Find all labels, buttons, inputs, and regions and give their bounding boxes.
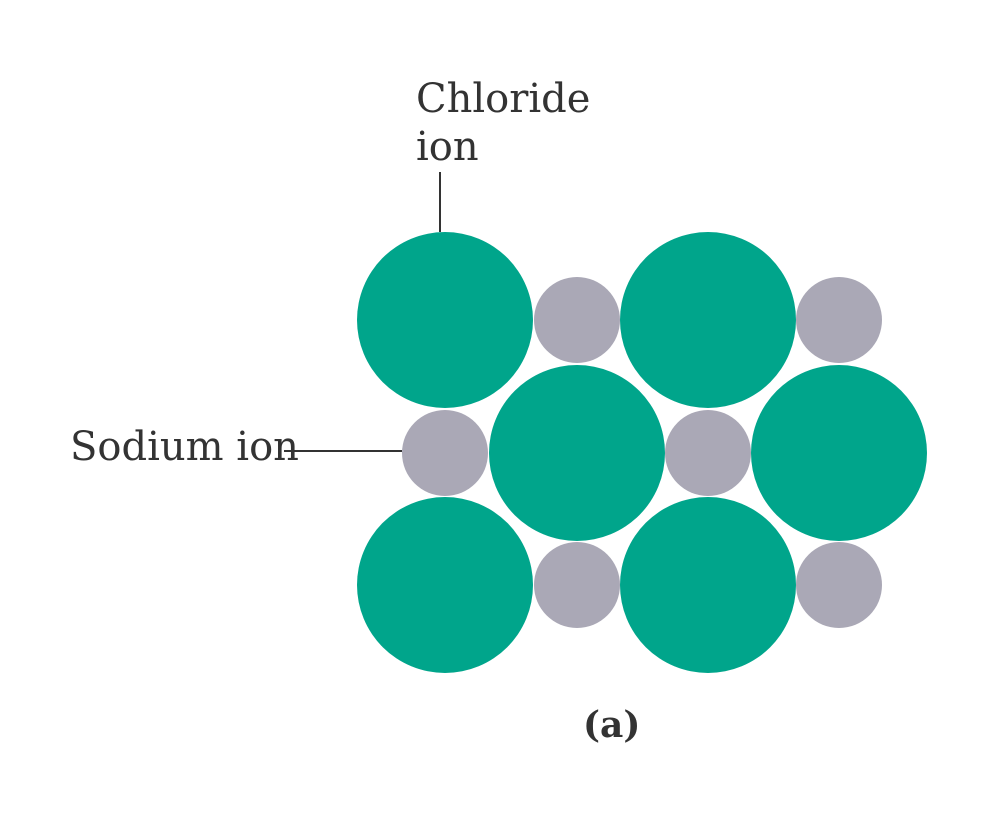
chloride-ion-r2c2 <box>489 365 665 541</box>
figure-caption: (a) <box>583 704 640 746</box>
ion-lattice <box>357 232 927 673</box>
sodium-ion-r2c3 <box>665 410 751 496</box>
sodium-ion-r3c4 <box>796 542 882 628</box>
sodium-ion-r2c1 <box>402 410 488 496</box>
chloride-label-line1: Chloride <box>416 76 590 122</box>
sodium-label: Sodium ion <box>70 424 299 470</box>
chloride-label-line2: ion <box>416 124 479 170</box>
chloride-ion-r1c3 <box>620 232 796 408</box>
sodium-ion-r3c2 <box>534 542 620 628</box>
chloride-ion-r3c3 <box>620 497 796 673</box>
sodium-ion-r1c4 <box>796 277 882 363</box>
sodium-ion-r1c2 <box>534 277 620 363</box>
chloride-ion-r1c1 <box>357 232 533 408</box>
chloride-ion-r3c1 <box>357 497 533 673</box>
chloride-ion-r2c4 <box>751 365 927 541</box>
